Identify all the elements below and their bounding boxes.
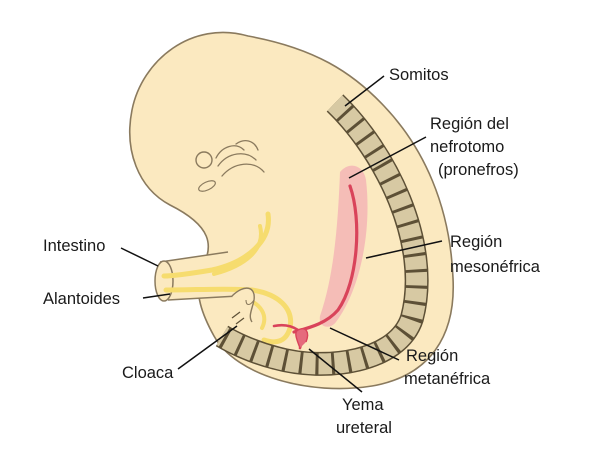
label-alantoides: Alantoides [43, 290, 120, 308]
label-region-mesonefrica-line1: Región [450, 233, 502, 251]
label-intestino: Intestino [43, 237, 105, 255]
cloaca-marks [231, 311, 245, 325]
leader-lines [120, 75, 443, 393]
allantois [163, 286, 294, 345]
label-yema-ureteral-line1: Yema [342, 396, 384, 414]
nephric-duct [292, 184, 359, 334]
label-region-metanefrica-line2: metanéfrica [404, 370, 491, 388]
label-somitos: Somitos [389, 66, 449, 84]
label-region-mesonefrica-line2: mesonéfrica [450, 258, 541, 276]
intestine [161, 211, 271, 279]
label-region-nefrotomo-line3: (pronefros) [438, 161, 519, 179]
pharyngeal-arches [215, 139, 265, 177]
label-yema-ureteral-line2: ureteral [336, 419, 392, 437]
label-cloaca: Cloaca [122, 364, 174, 382]
embryo-body [128, 31, 454, 390]
somites [216, 95, 428, 375]
ureteric-bud [295, 328, 309, 349]
label-region-metanefrica-line1: Región [406, 347, 458, 365]
label-region-nefrotomo-line2: nefrotomo [430, 138, 504, 156]
oral-region [198, 180, 216, 192]
label-region-nefrotomo-line1: Región del [430, 115, 509, 133]
eye [195, 151, 213, 169]
